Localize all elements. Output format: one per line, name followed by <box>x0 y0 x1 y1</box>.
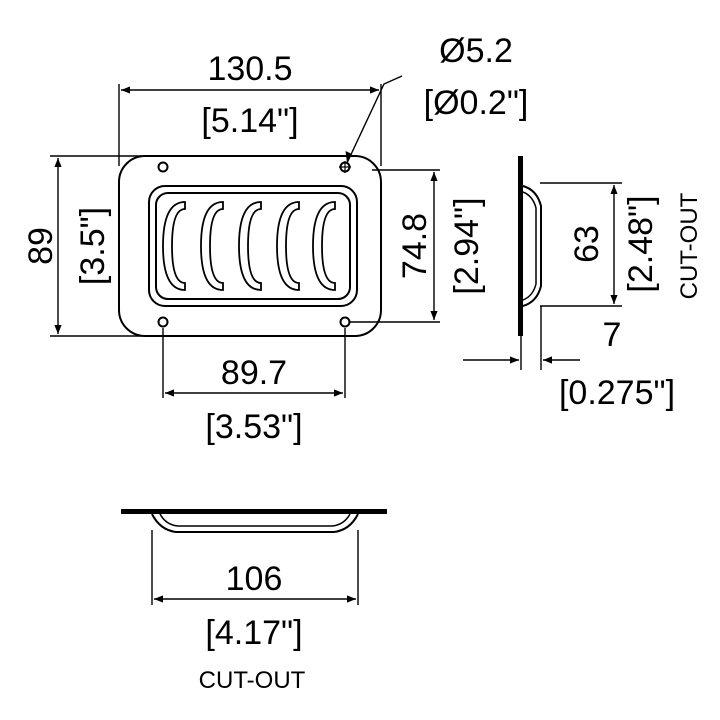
depth-mm-label: 7 <box>603 316 622 354</box>
louver-slot <box>238 201 262 291</box>
cutout-height-mm-label: 63 <box>568 225 606 263</box>
top-view-labels: 130.5 [5.14"] Ø5.2 [Ø0.2"] 89 [3.5"] 74.… <box>22 32 528 446</box>
side-flange <box>518 156 523 336</box>
inner-height-in-label: [2.94"] <box>448 197 486 294</box>
louver-slot <box>312 201 336 291</box>
hole-spacing-in-label: [3.53"] <box>205 408 302 446</box>
height-in-label: [3.5"] <box>74 207 112 285</box>
cutout-width-in-label: [4.17"] <box>205 614 302 652</box>
cutout-horizontal-label: CUT-OUT <box>199 667 306 694</box>
hole-diameter-mm-label: Ø5.2 <box>439 32 513 70</box>
mounting-hole <box>157 316 169 328</box>
bottom-flange <box>121 509 387 514</box>
bottom-recess-profile <box>151 513 359 533</box>
louver-slot <box>200 201 224 291</box>
recess-outer <box>148 185 358 307</box>
inner-height-mm-label: 74.8 <box>396 213 434 279</box>
width-mm-label: 130.5 <box>207 50 292 88</box>
width-in-label: [5.14"] <box>201 102 298 140</box>
louver-slots <box>162 201 336 291</box>
bottom-view-labels: 106 [4.17"] CUT-OUT <box>199 560 306 694</box>
bottom-view <box>121 509 387 533</box>
mounting-hole <box>157 161 169 173</box>
top-view-dimensions <box>50 75 440 398</box>
mounting-hole <box>339 316 351 328</box>
cutout-width-mm-label: 106 <box>226 560 283 598</box>
cutout-vertical-label: CUT-OUT <box>676 192 703 299</box>
top-view <box>118 155 382 337</box>
side-view-labels: 63 [2.48"] CUT-OUT 7 [0.275"] <box>559 192 703 412</box>
louver-slot <box>162 201 186 291</box>
hole-diameter-in-label: [Ø0.2"] <box>424 84 529 122</box>
side-view-dimensions <box>463 182 622 370</box>
plate-outline <box>118 155 382 337</box>
recess-inner <box>155 192 351 300</box>
louver-slot <box>276 201 300 291</box>
bottom-view-dimensions <box>151 530 359 605</box>
cutout-height-in-label: [2.48"] <box>622 195 660 292</box>
depth-in-label: [0.275"] <box>559 374 675 412</box>
hole-spacing-mm-label: 89.7 <box>221 354 287 392</box>
side-view <box>518 156 542 336</box>
side-recess-profile <box>522 185 542 307</box>
hole-leader-line <box>346 75 403 164</box>
height-mm-label: 89 <box>22 227 60 265</box>
